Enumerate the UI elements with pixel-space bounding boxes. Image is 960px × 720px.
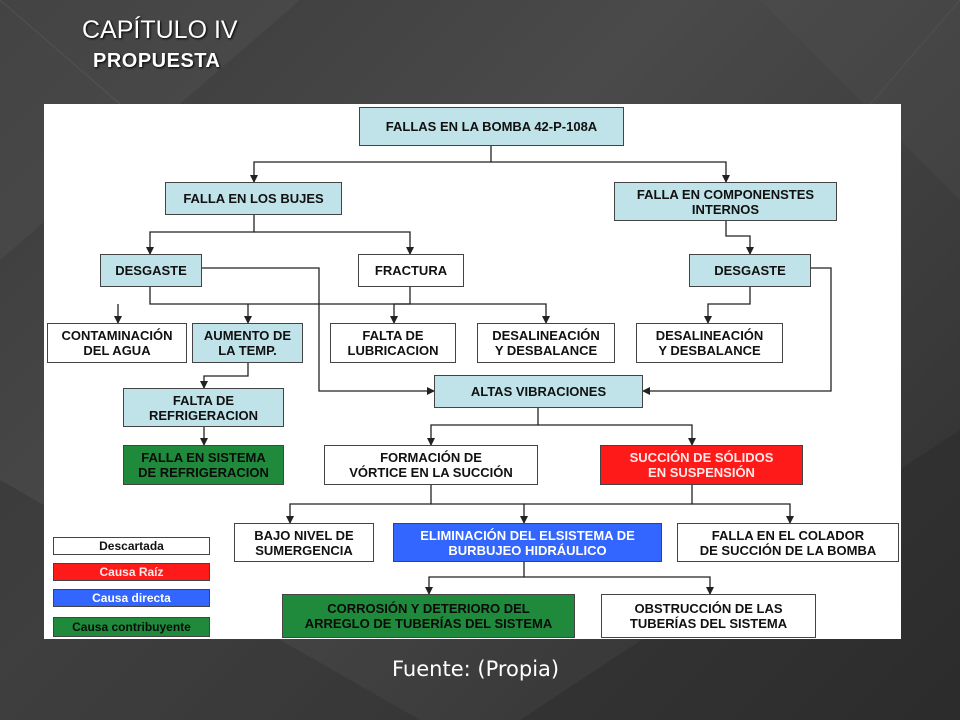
source-caption: Fuente: (Propia) [392, 657, 560, 681]
page-title: CAPÍTULO IV [82, 16, 238, 44]
node-corrosion: CORROSIÓN Y DETERIORO DEL ARREGLO DE TUB… [282, 594, 575, 638]
node-falla-colador: FALLA EN EL COLADOR DE SUCCIÓN DE LA BOM… [677, 523, 899, 562]
node-falla-sistema-refrigeracion: FALLA EN SISTEMA DE REFRIGERACION [123, 445, 284, 485]
connector-lines [114, 146, 832, 595]
node-desgaste-left: DESGASTE [100, 254, 202, 287]
node-desalineacion-right: DESALINEACIÓN Y DESBALANCE [636, 323, 783, 363]
node-obstruccion: OBSTRUCCIÓN DE LAS TUBERÍAS DEL SISTEMA [601, 594, 816, 638]
page-subtitle: PROPUESTA [93, 50, 221, 72]
fault-tree-diagram: FALLAS EN LA BOMBA 42-P-108A FALLA EN LO… [44, 104, 901, 639]
legend-causa-directa: Causa directa [53, 589, 210, 607]
node-falta-lubricacion: FALTA DE LUBRICACION [330, 323, 456, 363]
node-aumento-temp: AUMENTO DE LA TEMP. [192, 323, 303, 363]
node-desalineacion-mid: DESALINEACIÓN Y DESBALANCE [477, 323, 615, 363]
node-root: FALLAS EN LA BOMBA 42-P-108A [359, 107, 624, 146]
node-altas-vibraciones: ALTAS VIBRACIONES [434, 375, 643, 408]
node-falta-refrigeracion: FALTA DE REFRIGERACION [123, 388, 284, 427]
node-falla-bujes: FALLA EN LOS BUJES [165, 182, 342, 215]
legend-causa-contribuyente: Causa contribuyente [53, 617, 210, 637]
node-eliminacion-sistema: ELIMINACIÓN DEL ELSISTEMA DE BURBUJEO HI… [393, 523, 662, 562]
node-bajo-nivel: BAJO NIVEL DE SUMERGENCIA [234, 523, 374, 562]
node-fractura: FRACTURA [358, 254, 464, 287]
legend-causa-raiz: Causa Raíz [53, 563, 210, 581]
legend-descartada: Descartada [53, 537, 210, 555]
node-contaminacion: CONTAMINACIÓN DEL AGUA [47, 323, 187, 363]
node-formacion-vortice: FORMACIÓN DE VÓRTICE EN LA SUCCIÓN [324, 445, 538, 485]
node-desgaste-right: DESGASTE [689, 254, 811, 287]
node-succion-solidos: SUCCIÓN DE SÓLIDOS EN SUSPENSIÓN [600, 445, 803, 485]
node-falla-componentes: FALLA EN COMPONENSTES INTERNOS [614, 182, 837, 221]
